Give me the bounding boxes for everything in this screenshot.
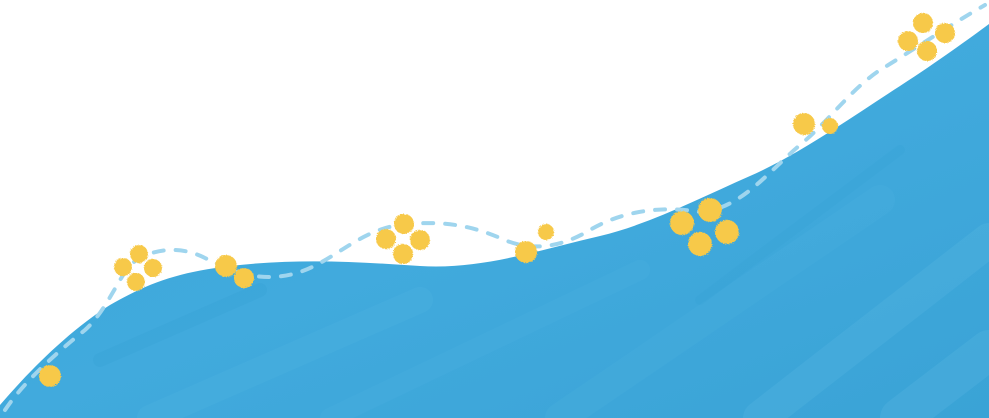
flower-group [39,13,955,387]
four-petal-flower-icon [376,214,430,264]
four-petal-flower-icon [898,13,955,61]
yellow-dot-icon [234,268,254,288]
watercolor-texture [93,145,989,418]
yellow-dot-icon [515,241,537,263]
yellow-dot-icon [39,365,61,387]
dashed-trail [3,3,987,412]
blue-wave [0,24,989,418]
yellow-dot-icon [822,118,838,134]
yellow-dot-icon [215,255,237,277]
four-petal-flower-icon [114,245,162,291]
yellow-dot-icon [538,224,554,240]
four-petal-flower-icon [670,198,739,256]
yellow-dot-icon [793,113,815,135]
